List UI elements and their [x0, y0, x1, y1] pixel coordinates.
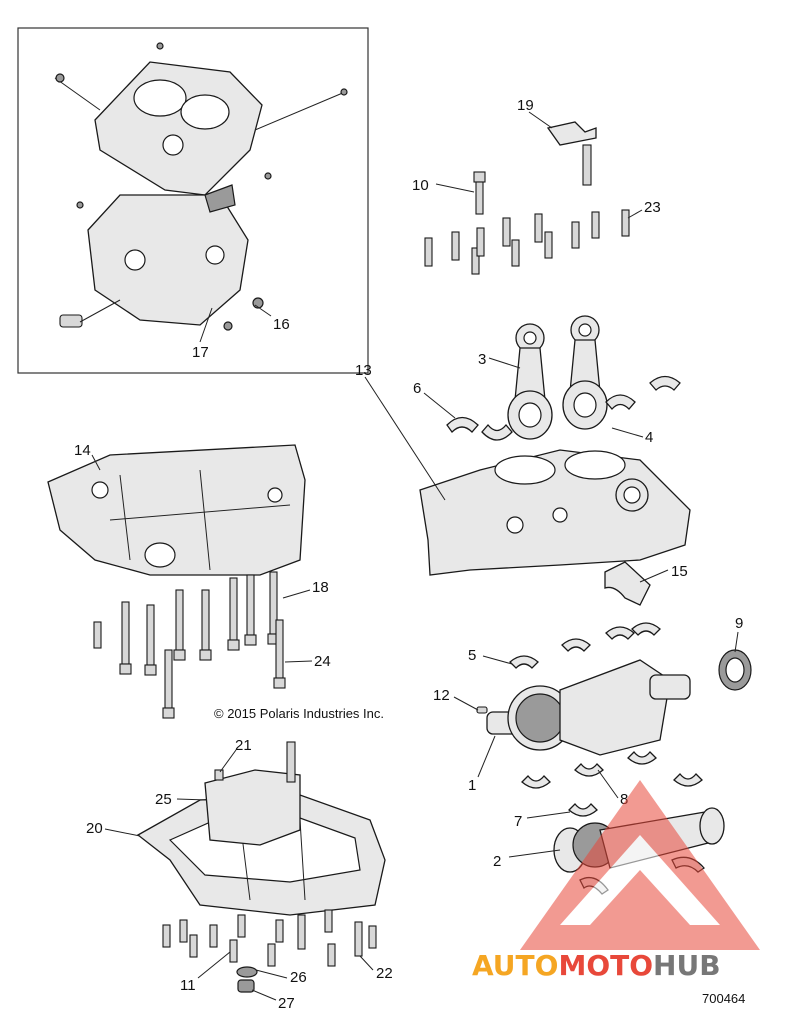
copyright-text: © 2015 Polaris Industries Inc. [214, 706, 384, 721]
callout-26: 26 [290, 969, 307, 986]
callout-19: 19 [517, 97, 534, 114]
leader-lines [91, 111, 739, 1001]
main-bearings-part-5 [509, 622, 661, 669]
main-bearings-part-7 [521, 751, 703, 817]
crankcase-bolts-part-18 [93, 571, 280, 676]
callout-4: 4 [645, 429, 653, 446]
oil-seal-part-9 [718, 649, 752, 691]
watermark-moto: MOTO [558, 949, 653, 982]
crankcase-bolts-part-24 [162, 619, 286, 719]
callout-24: 24 [314, 653, 331, 670]
callout-5: 5 [468, 647, 476, 664]
callout-10: 10 [412, 177, 429, 194]
callout-7: 7 [514, 813, 522, 830]
rod-bearings-part-6 [446, 375, 681, 441]
callout-15: 15 [671, 563, 688, 580]
callout-labels: 1 2 3 4 5 6 7 8 9 10 11 12 13 14 15 16 1… [74, 97, 743, 1012]
callout-6: 6 [413, 380, 421, 397]
connecting-rod-part-3 [507, 323, 553, 440]
inset-upper-crankcase-half [54, 42, 348, 196]
callout-23: 23 [644, 199, 661, 216]
callout-2: 2 [493, 853, 501, 870]
automotohub-watermark-logo [520, 780, 760, 950]
drain-plug-part-27 [237, 979, 255, 993]
long-bolt-part-10 [473, 171, 486, 215]
watermark-hub: HUB [653, 949, 721, 982]
callout-25: 25 [155, 791, 172, 808]
crankcase-assembly-inset-frame [17, 27, 369, 374]
callout-11: 11 [180, 977, 196, 994]
crankcase-bolts-part-23 [424, 209, 630, 275]
callout-8: 8 [620, 791, 628, 808]
watermark-auto: AUTO [472, 949, 558, 982]
callout-21: 21 [235, 737, 252, 754]
washer-part-26 [236, 966, 258, 978]
callout-9: 9 [735, 615, 743, 632]
callout-18: 18 [312, 579, 329, 596]
oil-pan-bolts-part-11 [162, 914, 284, 967]
connecting-rod-part-4 [562, 315, 608, 430]
watermark-text: AUTOMOTOHUB [472, 949, 721, 982]
callout-1: 1 [468, 777, 476, 794]
callout-22: 22 [376, 965, 393, 982]
callout-12: 12 [433, 687, 450, 704]
crankcase-half-part-13 [419, 449, 691, 576]
callout-13: 13 [355, 362, 372, 379]
callout-3: 3 [478, 351, 486, 368]
crankcase-half-part-14 [47, 444, 306, 576]
diagram-part-number: 700464 [702, 991, 745, 1006]
oil-jet-part-19 [546, 121, 597, 186]
crankshaft-part-1 [486, 659, 691, 756]
callout-14: 14 [74, 442, 91, 459]
oil-pan-bolts-part-22 [297, 909, 377, 967]
callout-16: 16 [273, 316, 290, 333]
callout-27: 27 [278, 995, 295, 1012]
dowel-pin-part-12 [476, 706, 488, 714]
callout-17: 17 [192, 344, 209, 361]
inset-lower-crankcase-half [59, 172, 272, 331]
bearing-support-part-15 [604, 561, 651, 606]
callout-20: 20 [86, 820, 103, 837]
oil-baffle-part-25 [204, 741, 301, 846]
